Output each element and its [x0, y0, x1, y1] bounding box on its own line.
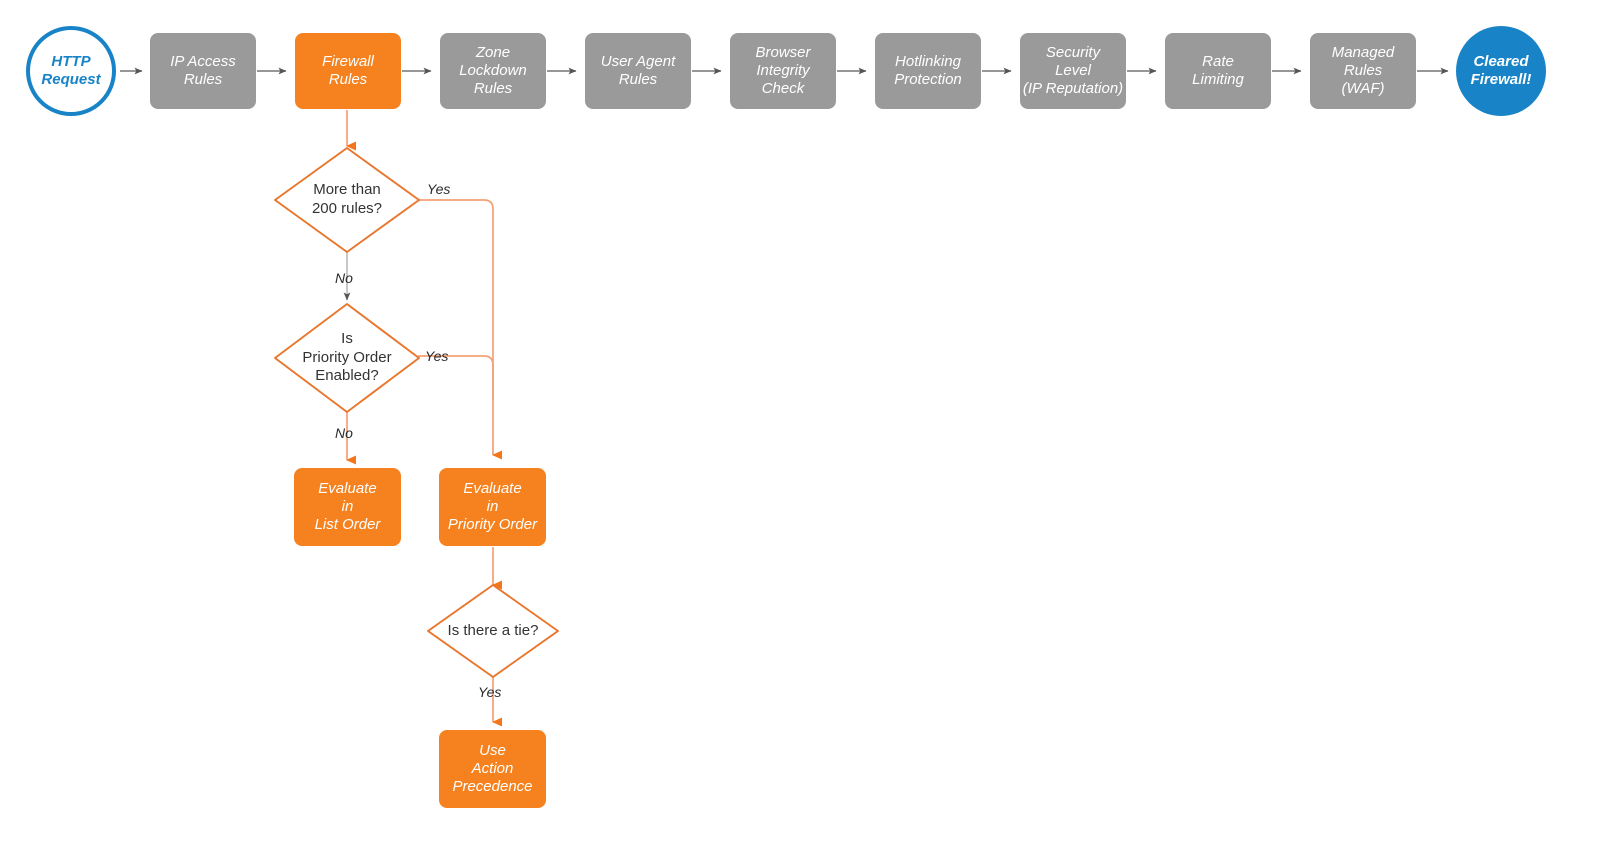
node-use-action-precedence-label: Use Action Precedence — [452, 741, 533, 796]
node-firewall-rules-label: Firewall Rules — [322, 52, 374, 88]
decision-is-there-a-tie[interactable]: Is there a tie? — [428, 617, 558, 645]
decision-more-than-200-rules-label: More than 200 rules? — [311, 181, 383, 217]
edge-label-priority-enabled-no: No — [335, 425, 353, 441]
node-browser-integrity-check-label: Browser Integrity Check — [755, 43, 811, 98]
node-hotlinking-protection-label: Hotlinking Protection — [894, 52, 962, 88]
node-evaluate-in-priority-order-label: Evaluate in Priority Order — [447, 479, 538, 534]
node-evaluate-in-list-order-label: Evaluate in List Order — [314, 479, 381, 534]
node-cleared-firewall[interactable]: Cleared Firewall! — [1456, 26, 1546, 116]
node-evaluate-in-list-order[interactable]: Evaluate in List Order — [294, 468, 401, 546]
edge-label-more-than-200-yes: Yes — [427, 181, 451, 197]
node-evaluate-in-priority-order[interactable]: Evaluate in Priority Order — [439, 468, 546, 546]
node-zone-lockdown-rules-label: Zone Lockdown Rules — [459, 43, 527, 98]
node-user-agent-rules-label: User Agent Rules — [600, 52, 676, 88]
decision-is-there-a-tie-label: Is there a tie? — [447, 621, 539, 639]
node-security-level[interactable]: Security Level (IP Reputation) — [1020, 33, 1126, 109]
node-ip-access-rules-label: IP Access Rules — [170, 52, 236, 88]
diamond-priority-order-enabled — [274, 303, 420, 413]
node-rate-limiting-label: Rate Limiting — [1192, 52, 1244, 88]
edge-label-priority-enabled-yes: Yes — [425, 348, 449, 364]
decision-more-than-200-rules[interactable]: More than 200 rules? — [277, 175, 417, 225]
node-http-request-label: HTTP Request — [41, 52, 101, 88]
node-managed-rules-waf[interactable]: Managed Rules (WAF) — [1310, 33, 1416, 109]
decision-priority-order-enabled-label: Is Priority Order Enabled? — [302, 330, 392, 385]
edge-label-tie-yes: Yes — [478, 684, 502, 700]
diamond-more-than-200 — [274, 147, 420, 253]
node-firewall-rules[interactable]: Firewall Rules — [295, 33, 401, 109]
decision-priority-order-enabled[interactable]: Is Priority Order Enabled? — [272, 323, 422, 393]
edge-label-more-than-200-no: No — [335, 270, 353, 286]
node-user-agent-rules[interactable]: User Agent Rules — [585, 33, 691, 109]
node-hotlinking-protection[interactable]: Hotlinking Protection — [875, 33, 981, 109]
node-security-level-label: Security Level (IP Reputation) — [1022, 43, 1124, 98]
node-rate-limiting[interactable]: Rate Limiting — [1165, 33, 1271, 109]
node-browser-integrity-check[interactable]: Browser Integrity Check — [730, 33, 836, 109]
diamond-is-there-a-tie — [427, 584, 559, 678]
node-ip-access-rules[interactable]: IP Access Rules — [150, 33, 256, 109]
node-http-request[interactable]: HTTP Request — [26, 26, 116, 116]
node-zone-lockdown-rules[interactable]: Zone Lockdown Rules — [440, 33, 546, 109]
node-use-action-precedence[interactable]: Use Action Precedence — [439, 730, 546, 808]
node-cleared-firewall-label: Cleared Firewall! — [1470, 52, 1532, 88]
node-managed-rules-waf-label: Managed Rules (WAF) — [1331, 43, 1395, 98]
edge-more-than-200-yes — [418, 199, 502, 460]
